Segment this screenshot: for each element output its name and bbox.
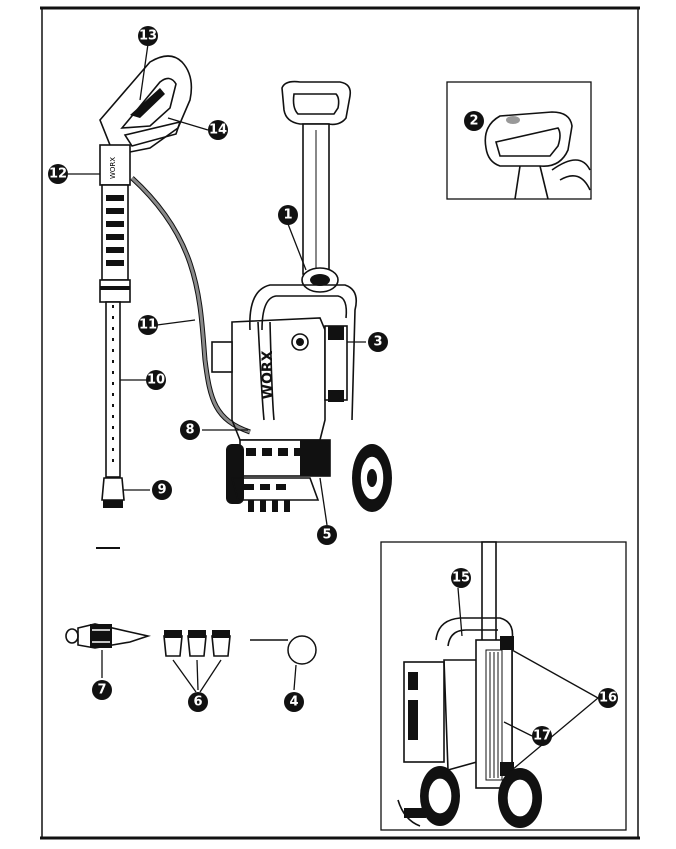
callout-17: 17 xyxy=(532,726,552,746)
callout-14: 14 xyxy=(208,120,228,140)
spray-gun: WORX xyxy=(99,55,193,508)
svg-text:2: 2 xyxy=(469,114,478,129)
inset-rear-view-detail xyxy=(397,541,542,828)
pressure-washer-unit: WORX xyxy=(211,80,392,512)
callout-5: 5 xyxy=(317,525,337,545)
svg-text:1: 1 xyxy=(283,208,292,223)
inset-handle-box xyxy=(446,81,592,200)
callout-13: 13 xyxy=(138,26,158,46)
svg-text:12: 12 xyxy=(49,167,67,182)
svg-text:15: 15 xyxy=(452,571,470,586)
svg-text:13: 13 xyxy=(139,29,157,44)
svg-text:5: 5 xyxy=(322,528,331,543)
callout-7: 7 xyxy=(92,680,112,700)
callout-16: 16 xyxy=(598,688,618,708)
svg-text:3: 3 xyxy=(373,335,382,350)
callout-8: 8 xyxy=(180,420,200,440)
turbo-nozzle-accessory xyxy=(65,623,151,678)
svg-text:7: 7 xyxy=(97,683,106,698)
callout-15: 15 xyxy=(451,568,471,588)
svg-text:8: 8 xyxy=(185,423,194,438)
callout-2: 2 xyxy=(464,111,484,131)
quick-connect-nozzles xyxy=(163,630,231,693)
svg-text:14: 14 xyxy=(209,123,227,138)
callout-12: 12 xyxy=(48,164,68,184)
svg-text:4: 4 xyxy=(289,695,298,710)
cleaning-needle xyxy=(250,635,317,691)
inset-leader-lines xyxy=(457,587,599,771)
unit-brand-text: WORX xyxy=(260,350,276,399)
svg-text:16: 16 xyxy=(599,691,617,706)
svg-text:10: 10 xyxy=(147,373,165,388)
callout-1: 1 xyxy=(278,205,298,225)
callout-9: 9 xyxy=(152,480,172,500)
callout-badges: 13 14 12 1 2 3 11 10 8 9 5 7 6 4 15 16 1… xyxy=(48,26,618,746)
callout-11: 11 xyxy=(138,315,158,335)
callout-6: 6 xyxy=(188,692,208,712)
svg-text:6: 6 xyxy=(193,695,202,710)
callout-10: 10 xyxy=(146,370,166,390)
leader-lines xyxy=(68,43,510,526)
callout-4: 4 xyxy=(284,692,304,712)
svg-text:17: 17 xyxy=(533,729,551,744)
svg-text:9: 9 xyxy=(157,483,166,498)
gun-brand-text: WORX xyxy=(109,157,117,179)
callout-3: 3 xyxy=(368,332,388,352)
svg-text:11: 11 xyxy=(139,318,157,333)
inset-handle-detail xyxy=(484,111,591,200)
